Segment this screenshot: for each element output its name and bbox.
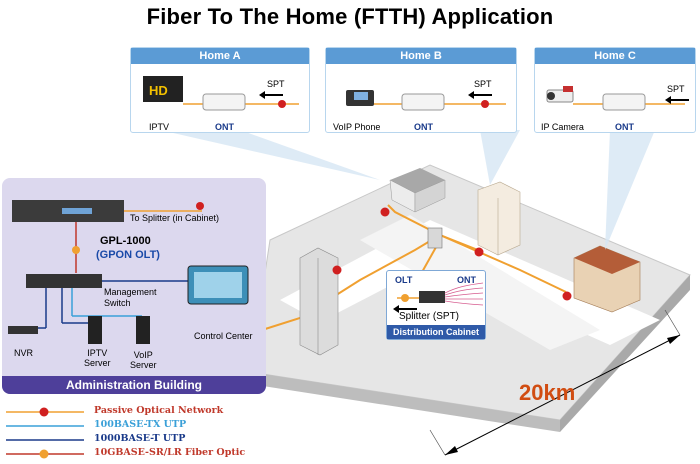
office-tower xyxy=(299,247,339,356)
legend: Passive Optical Network 100BASE-TX UTP 1… xyxy=(4,405,274,463)
home-a-spt-label: SPT xyxy=(267,79,285,89)
pon-marker xyxy=(380,207,390,217)
home-c-device-label: IP Camera xyxy=(541,122,584,132)
legend-label: 1000BASE-T UTP xyxy=(94,433,186,444)
ont-icon xyxy=(602,93,646,111)
tv-icon xyxy=(143,76,183,102)
home-c-callout: Home C IP Camera ONT SPT xyxy=(534,47,696,133)
distribution-cabinet-box xyxy=(427,227,443,249)
pon-marker xyxy=(278,100,286,108)
home-a-device-label: IPTV xyxy=(149,122,170,132)
pon-marker xyxy=(332,265,342,275)
callout-pointer-b xyxy=(480,130,520,185)
voip-server-icon xyxy=(136,316,150,344)
pon-marker xyxy=(562,291,572,301)
arrow-left-icon xyxy=(259,91,283,99)
home-b-ont-label: ONT xyxy=(414,122,433,132)
pon-marker xyxy=(474,247,484,257)
iptv-server-icon xyxy=(88,316,102,344)
splitter-device-icon xyxy=(419,291,445,303)
home-c-ont-label: ONT xyxy=(615,122,634,132)
home-a-title: Home A xyxy=(131,48,309,64)
control-center-label: Control Center xyxy=(194,331,253,341)
management-switch-icon xyxy=(26,274,102,288)
voip-server-label: VoIP Server xyxy=(130,350,157,370)
olt-subtitle: (GPON OLT) xyxy=(96,249,160,261)
arrow-left-icon xyxy=(665,96,689,104)
house-a-roof xyxy=(390,168,445,193)
pon-line-home-c xyxy=(439,234,567,293)
pon-line-home-a xyxy=(387,204,441,236)
pon-line-main xyxy=(261,234,441,331)
legend-label: 100BASE-TX UTP xyxy=(94,419,187,430)
administration-building-title: Administration Building xyxy=(2,376,266,394)
home-c-title: Home C xyxy=(535,48,695,64)
svg-text:HD: HD xyxy=(149,83,168,98)
home-b-spt-label: SPT xyxy=(474,79,492,89)
ground-edge-right xyxy=(560,275,690,432)
nvr-label: NVR xyxy=(14,348,34,358)
callout-pointer-a xyxy=(160,130,380,180)
ont-icon xyxy=(202,93,246,111)
ground-edge-left xyxy=(250,372,560,432)
10g-marker xyxy=(401,294,409,302)
legend-item-10gbase: 10GBASE-SR/LR Fiber Optic xyxy=(4,447,264,461)
arrow-left-icon xyxy=(468,91,492,99)
distance-label: 20km xyxy=(519,380,576,405)
legend-label: Passive Optical Network xyxy=(94,405,224,416)
pon-marker xyxy=(481,100,489,108)
pon-marker xyxy=(196,202,204,210)
home-c-roof xyxy=(574,246,640,274)
home-b-building xyxy=(477,181,521,256)
cabinet-splitter-label: Splitter (SPT) xyxy=(399,311,460,322)
ont-icon xyxy=(401,93,445,111)
home-a-ont-label: ONT xyxy=(215,122,234,132)
legend-item-100base: 100BASE-TX UTP xyxy=(4,419,264,433)
10g-marker xyxy=(72,246,80,254)
admin-network-diagram xyxy=(8,200,249,344)
distance-line xyxy=(444,334,681,456)
iptv-server-label: IPTV Server xyxy=(84,348,111,368)
cabinet-olt-label: OLT xyxy=(395,275,413,285)
legend-item-pon: Passive Optical Network xyxy=(4,405,264,419)
management-switch-label: Management Switch xyxy=(104,287,157,308)
distribution-cabinet-inset: OLT ONT Splitter (SPT) Distribution Cabi… xyxy=(386,270,486,340)
legend-item-1000base: 1000BASE-T UTP xyxy=(4,433,264,447)
diagram-title: Fiber To The Home (FTTH) Application xyxy=(146,4,554,29)
home-c-spt-label: SPT xyxy=(667,84,685,94)
to-splitter-label: To Splitter (in Cabinet) xyxy=(130,213,220,223)
home-a-callout: Home A HD IPTV ONT SPT xyxy=(130,47,310,133)
home-b-device-label: VoIP Phone xyxy=(333,122,381,132)
callout-pointer-c xyxy=(605,130,655,250)
home-b-callout: Home B VoIP Phone ONT SPT xyxy=(325,47,517,133)
olt-name: GPL-1000 xyxy=(100,235,151,247)
home-b-title: Home B xyxy=(326,48,516,64)
legend-label: 10GBASE-SR/LR Fiber Optic xyxy=(94,447,246,458)
cabinet-ont-label: ONT xyxy=(457,275,476,285)
distribution-cabinet-title: Distribution Cabinet xyxy=(387,325,485,339)
nvr-icon xyxy=(8,326,38,334)
